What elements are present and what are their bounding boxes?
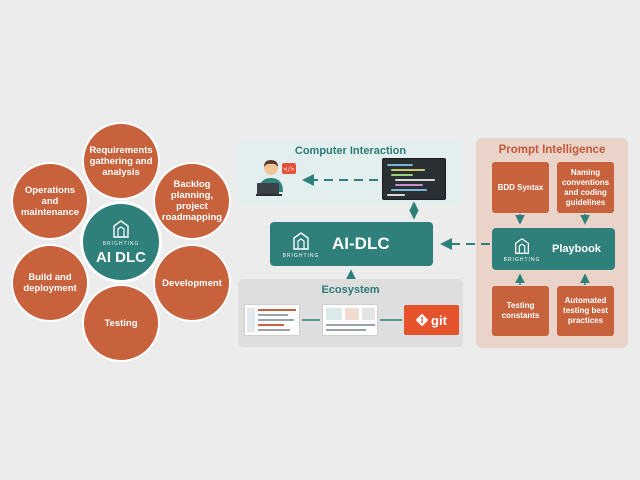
wheel-item-build: Build and deployment [13, 246, 87, 320]
wheel-center-name: AI DLC [96, 249, 146, 266]
naming-conventions-box: Naming conventions and coding guidelines [557, 162, 614, 213]
wheel-item-label: Backlog planning, project roadmapping [161, 179, 223, 223]
developer-icon: </> [256, 160, 296, 196]
brighting-logo-icon [515, 237, 529, 254]
wheel-item-label: Development [162, 277, 222, 289]
brighting-logo-icon [113, 220, 129, 238]
ai-dlc-box: BRIGHTING AI-DLC [270, 222, 433, 266]
git-logo: git [404, 305, 459, 335]
pi-item-label: BDD Syntax [497, 182, 544, 192]
wheel-item-label: Operations and maintenance [20, 184, 80, 218]
automated-testing-box: Automated testing best practices [557, 286, 614, 336]
tool-screenshot-icon [244, 304, 300, 336]
ai-dlc-brand: BRIGHTING [282, 252, 320, 259]
code-screen-icon [382, 158, 446, 200]
ai-dlc-name: AI-DLC [332, 234, 390, 253]
pi-item-label: Testing constants [501, 301, 540, 320]
prompt-intelligence-title: Prompt Intelligence [498, 144, 606, 156]
bdd-syntax-box: BDD Syntax [492, 162, 549, 213]
pi-item-label: Naming conventions and coding guidelines [561, 167, 610, 207]
wheel-center: BRIGHTING AI DLC [83, 204, 159, 280]
playbook-brand: BRIGHTING [503, 256, 541, 263]
tool-screenshot-icon [322, 304, 378, 336]
testing-constants-box: Testing constants [492, 286, 549, 336]
wheel-item-development: Development [155, 246, 229, 320]
wheel-item-label: Testing [104, 317, 138, 329]
svg-text:</>: </> [284, 166, 295, 173]
wheel-brand: BRIGHTING [102, 241, 140, 247]
pi-item-label: Automated testing best practices [563, 296, 608, 325]
wheel-item-operations: Operations and maintenance [13, 164, 87, 238]
wheel-item-requirements: Requirements gathering and analysis [84, 124, 158, 198]
git-label: git [431, 312, 447, 328]
playbook-name: Playbook [552, 243, 601, 255]
wheel-item-label: Requirements gathering and analysis [89, 144, 153, 178]
ecosystem-title: Ecosystem [321, 284, 380, 296]
git-icon [416, 314, 429, 326]
brighting-logo-icon [293, 231, 309, 250]
playbook-box: BRIGHTING Playbook [492, 228, 615, 270]
wheel-item-backlog: Backlog planning, project roadmapping [155, 164, 229, 238]
wheel-item-testing: Testing [84, 286, 158, 360]
computer-interaction-title: Computer Interaction [294, 145, 407, 157]
wheel-item-label: Build and deployment [23, 272, 77, 294]
